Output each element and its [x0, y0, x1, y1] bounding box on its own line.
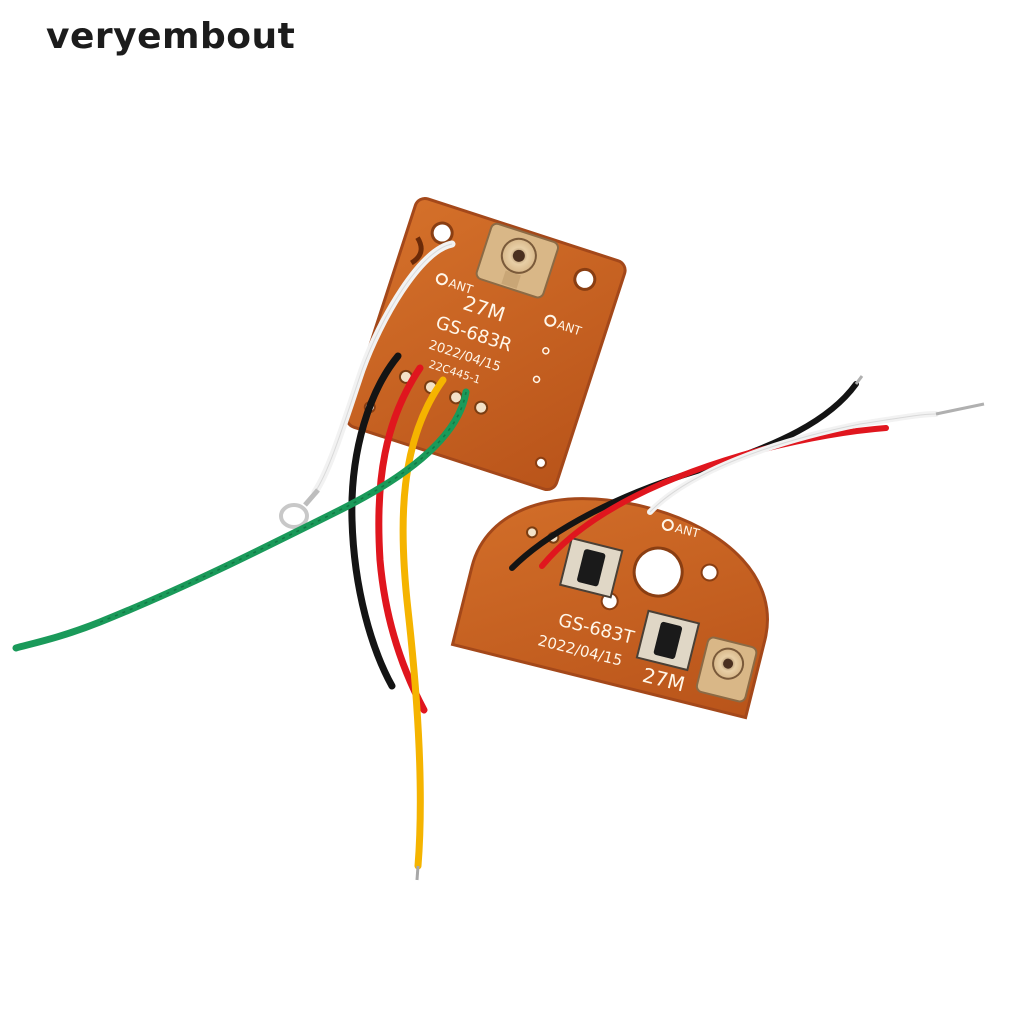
mounting-hole [632, 546, 684, 598]
mounting-hole [573, 267, 597, 291]
brand-watermark: veryembout [46, 16, 296, 57]
solder-pad [526, 526, 539, 539]
solder-pad [474, 400, 489, 415]
mounting-hole [430, 221, 454, 245]
ring-terminal [279, 503, 309, 529]
transmitter-ant-label: ANT [674, 521, 702, 541]
black-wire [348, 352, 402, 690]
white-antenna-wire [647, 411, 939, 515]
yellow-wire [399, 376, 447, 870]
receiver-board: ANT ANT 27M GS-683R 2022/04/15 22C445-1 [12, 196, 627, 881]
transmitter-board: ANT GS-683T 2022/04/15 27M [450, 375, 985, 720]
red-wire [375, 364, 428, 714]
